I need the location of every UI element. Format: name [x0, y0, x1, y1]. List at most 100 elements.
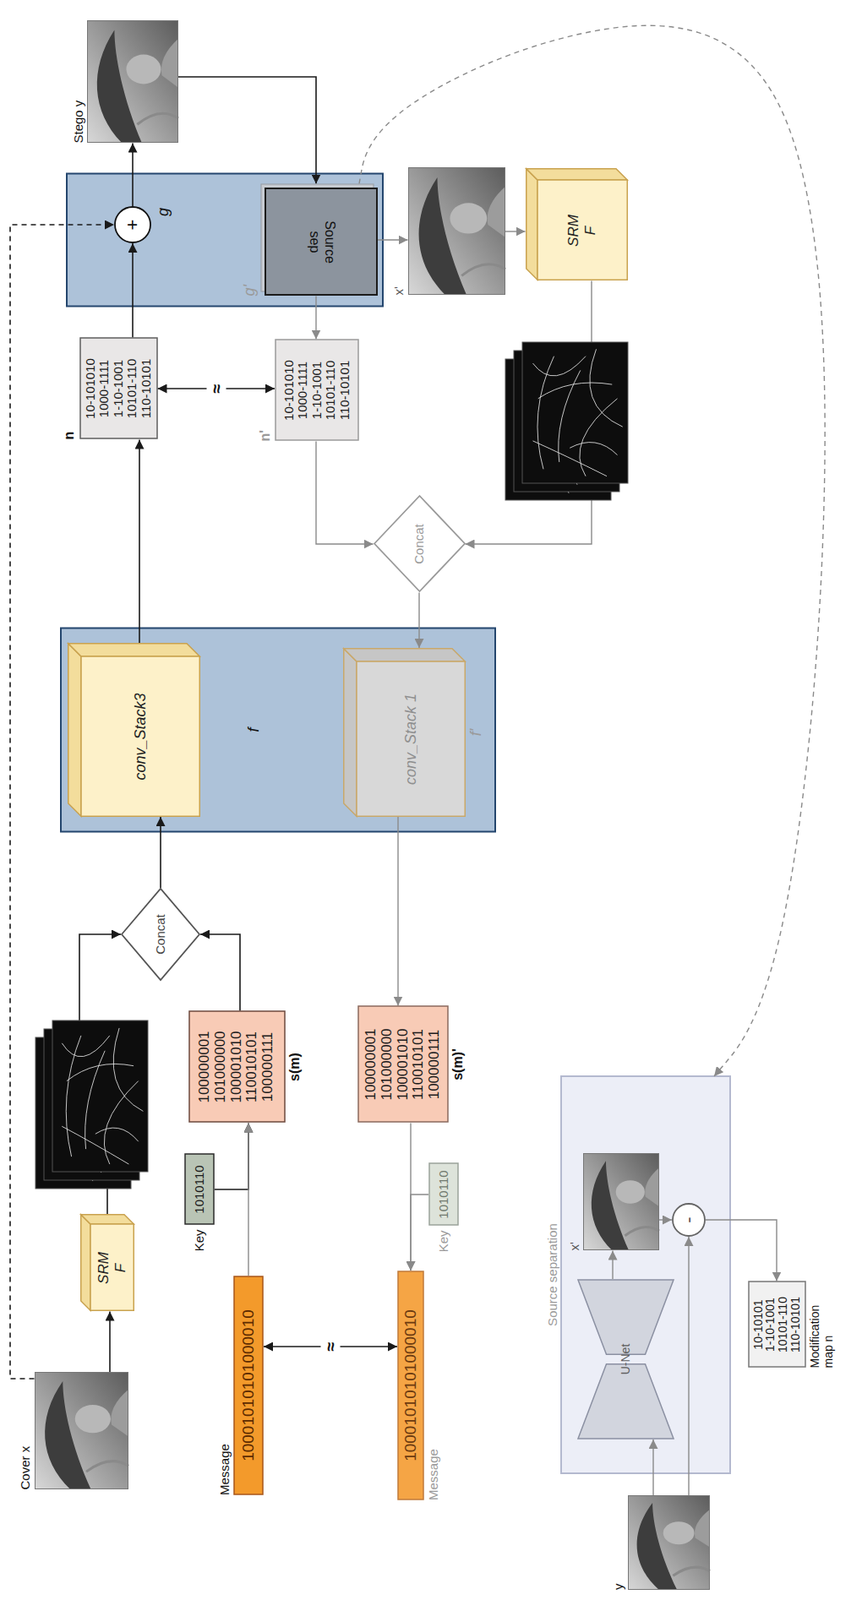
photo-feather [86, 1462, 129, 1474]
text-wrap: conv_Stack 1 [356, 661, 466, 818]
edge-response [103, 1081, 138, 1165]
photo-shoulder [693, 1510, 710, 1549]
box-outline [234, 1276, 263, 1495]
photo-frame [408, 168, 505, 295]
photo-face [125, 54, 161, 85]
edge-response [113, 1028, 143, 1112]
text-wrap: f' [467, 729, 486, 737]
text-wrap: 10-101010 1000-1111 1-10-1001 10101-110 … [79, 338, 159, 441]
node-label: 1010110 [436, 1170, 451, 1219]
connector-arrow [377, 239, 409, 241]
text-wrap: SRM F [90, 1225, 135, 1313]
connector-arrow [359, 25, 825, 1077]
text-wrap: 100000001 101000000 100001010 110010101 … [188, 1011, 286, 1124]
photo-hat [591, 1162, 629, 1252]
connector-arrow [316, 441, 374, 546]
text-wrap: conv_Stack3 [81, 656, 201, 818]
node-label: g [154, 207, 173, 217]
node-label: 10001010101000010 [401, 1309, 421, 1463]
photo-frame [34, 1373, 128, 1490]
photo-hat [44, 1382, 91, 1491]
concat-diamond: Concat [120, 888, 201, 982]
node-caption: n' [257, 430, 273, 442]
connector-arrow [705, 1220, 777, 1283]
modification-matrix: 10-101010 1000-1111 1-10-1001 10101-110 … [274, 339, 360, 442]
cube-top-face [525, 169, 537, 281]
connector-arrow [315, 296, 317, 340]
photo-shoulder [486, 186, 505, 238]
secret-matrix: 100000001 101000000 100001010 110010101 … [357, 1006, 449, 1124]
node-caption: Message [217, 1444, 232, 1496]
cube-front-face [356, 661, 465, 817]
node-caption: s(m)' [450, 1048, 466, 1081]
panel-background [60, 628, 496, 833]
photo-frame [87, 21, 179, 143]
photo-background [34, 1373, 129, 1491]
text-wrap: Key [191, 1230, 207, 1253]
node-label: 100000001 101000000 100001010 110010101 … [363, 1028, 442, 1103]
connector-arrow [397, 817, 399, 1007]
box-outline [275, 340, 359, 442]
node-label: 10-10101 1-10-1001 10101-110 110-10101 [752, 1296, 802, 1354]
connector-arrow [505, 230, 526, 232]
node-label: Concat [411, 523, 426, 565]
cube-side-face [67, 643, 200, 657]
box-outline [398, 1271, 424, 1501]
node-label: + [123, 219, 142, 231]
node-label: Stego y [70, 100, 86, 144]
text-wrap: x' [567, 1242, 582, 1251]
edge-response [66, 1063, 134, 1081]
node-label: - [679, 1216, 699, 1223]
separated-image-outline [583, 1154, 660, 1252]
edge-response [95, 1128, 139, 1142]
node-label: Source separation [545, 1223, 560, 1327]
circle-outline [114, 207, 151, 243]
photo-hat [97, 30, 142, 143]
connector-arrow [611, 1251, 613, 1281]
cube-top-face [343, 649, 356, 818]
photo-hat [636, 1503, 677, 1591]
connector-arrow [200, 934, 241, 1012]
encoder-trapezoid [578, 1364, 674, 1440]
text-wrap: s(m) [287, 1052, 303, 1082]
edge-response [579, 398, 618, 477]
text-wrap: y [611, 1584, 626, 1592]
separated-image-outline [408, 168, 506, 296]
text-wrap: n [61, 431, 77, 441]
node-label: 10-101010 1000-1111 1-10-1001 10101-110 … [282, 359, 353, 422]
text-wrap: f [245, 727, 263, 732]
photo-face [662, 1522, 694, 1545]
photo-frame [583, 1154, 660, 1251]
key-box: 1010110Key [428, 1163, 459, 1228]
cube-top-face [67, 643, 81, 818]
srm-filter-cube: SRM F [525, 169, 628, 282]
text-wrap: 100000001 101000000 100001010 110010101 … [357, 1006, 449, 1124]
node-label: 10001010101000010 [239, 1309, 258, 1463]
text-wrap: Source sep [265, 189, 378, 297]
node-label: 1010110 [191, 1165, 207, 1214]
text-wrap: Concat [373, 496, 466, 594]
text-wrap: 10001010101000010 [233, 1276, 264, 1496]
node-caption: s(m) [287, 1052, 303, 1082]
node-caption: g' [240, 284, 259, 296]
edge-response [65, 1036, 82, 1157]
box-outline [185, 1155, 214, 1226]
photo-face [74, 1405, 110, 1434]
source-separation-box: Source sepg' [260, 184, 378, 297]
connector-arrow [131, 143, 134, 208]
text-wrap: Concat [120, 888, 201, 982]
edge-response [533, 441, 608, 477]
photo-background [408, 168, 506, 296]
photo-frame [627, 1496, 710, 1591]
text-wrap: 1010110 [184, 1154, 215, 1227]
node-caption: Key [436, 1231, 451, 1254]
connector-arrow [418, 593, 420, 650]
photo-shoulder [110, 1390, 129, 1438]
node-caption: Message [425, 1449, 441, 1501]
concat-diamond: Concat [373, 496, 466, 594]
edge-response [538, 382, 613, 399]
decoder-trapezoid [578, 1280, 674, 1355]
text-wrap: g [154, 207, 173, 217]
text-wrap: s(m)' [450, 1048, 466, 1081]
